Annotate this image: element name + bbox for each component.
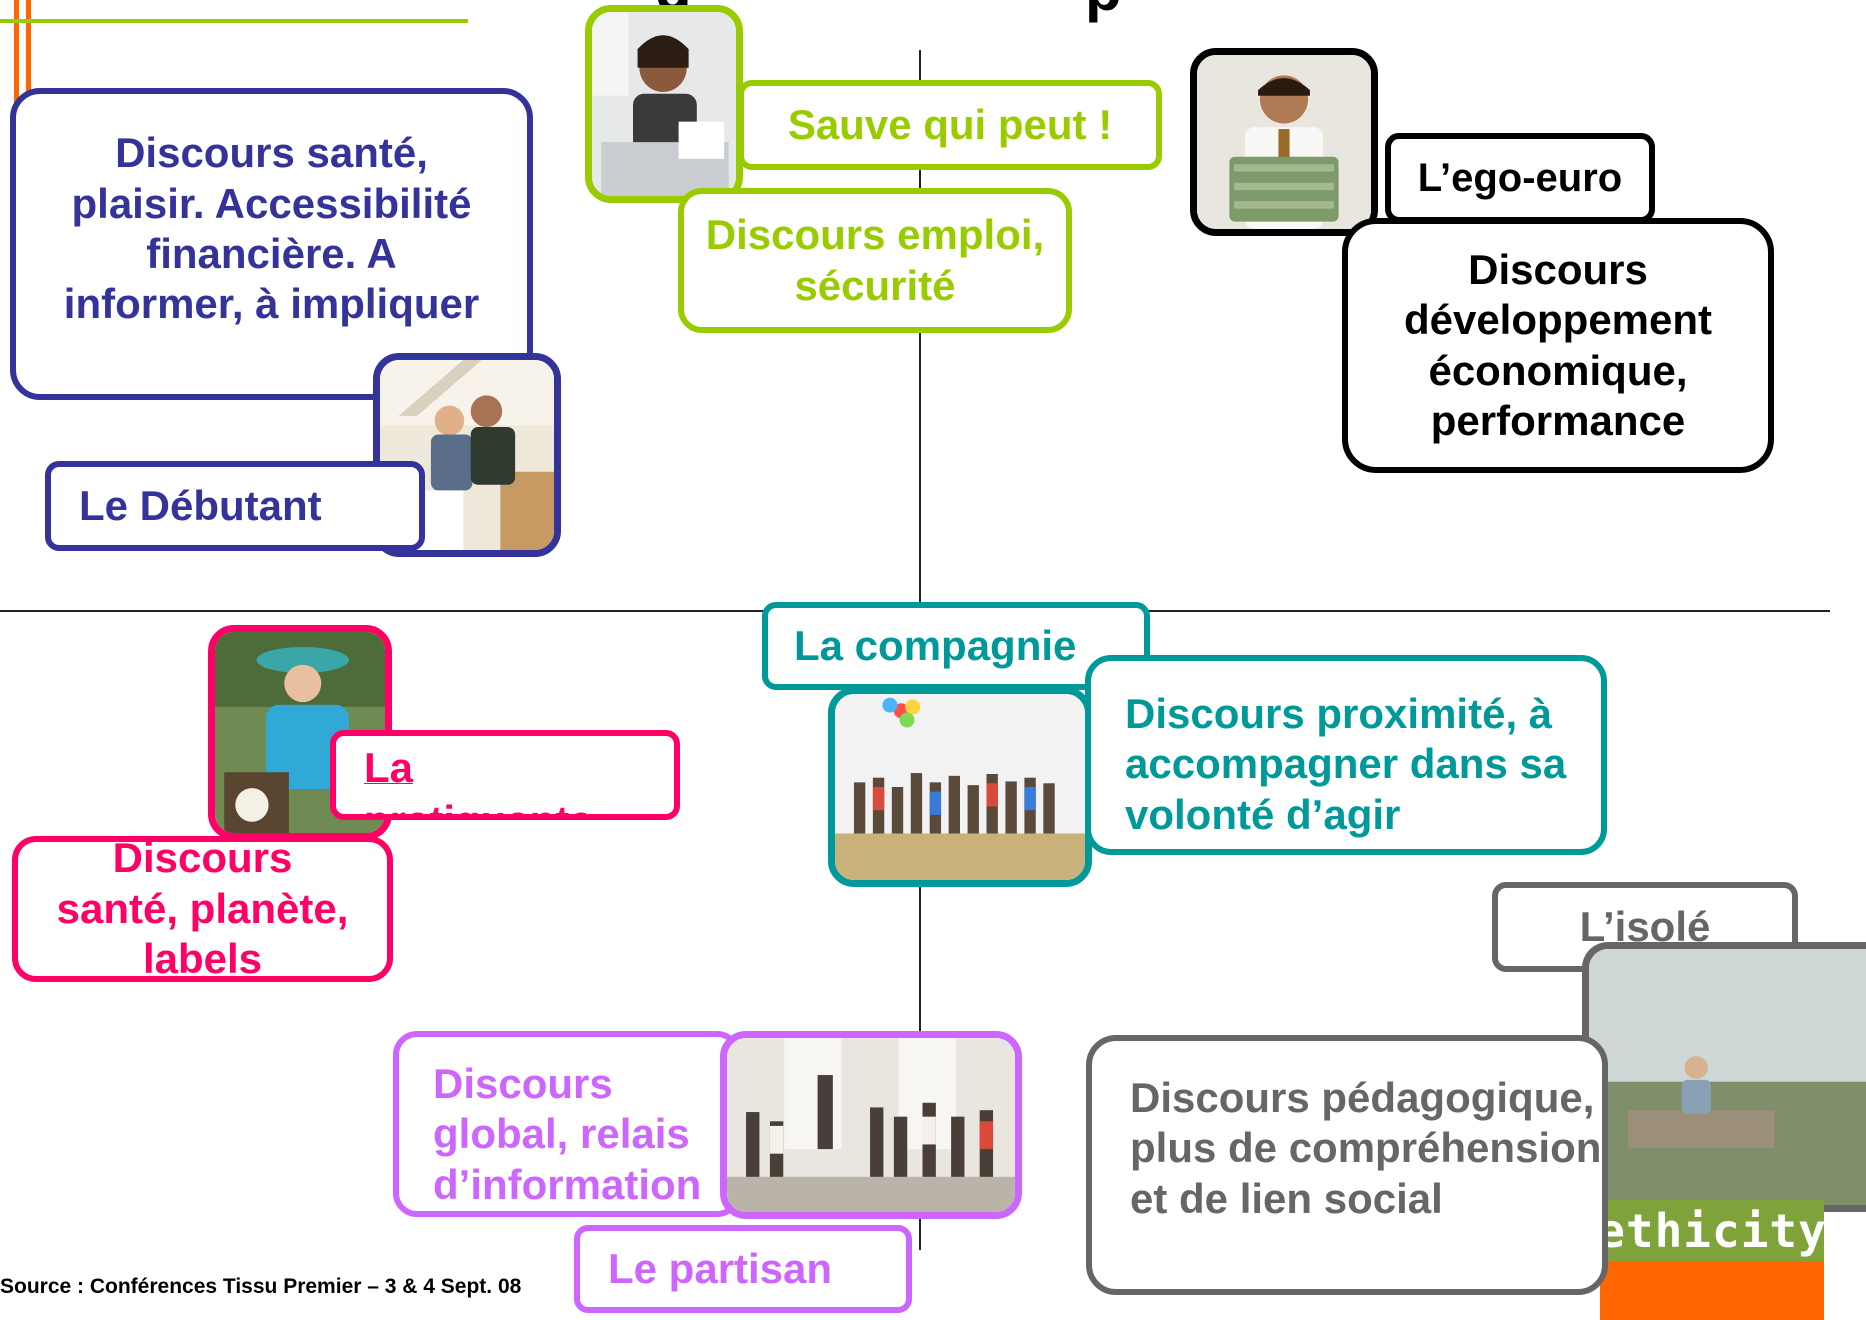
sauve-label-box: Sauve qui peut !	[738, 80, 1162, 170]
ethicity-logo: ethicity	[1597, 1200, 1827, 1262]
isolated-man-photo-image	[1589, 949, 1866, 1205]
compagnie-label: La compagnie	[794, 621, 1077, 669]
corner-bar-right	[26, 0, 31, 110]
compagnie-label-box: La compagnie	[762, 602, 1150, 690]
sauve-photo	[585, 5, 743, 203]
source-note: Source : Conférences Tissu Premier – 3 &…	[0, 1275, 620, 1305]
egoeuro-label-box: L’ego-euro	[1385, 133, 1655, 223]
group-speaker-photo-image	[727, 1038, 1015, 1212]
compagnie-discourse-box: Discours proximité, à accompagner dans s…	[1085, 655, 1607, 855]
isole-discourse: Discours pédagogique, plus de compréhens…	[1130, 1074, 1602, 1222]
title-fragment-right: p	[1085, 0, 1145, 20]
partisan-label-box: Le partisan	[574, 1225, 912, 1313]
partisan-label: Le partisan	[608, 1244, 833, 1292]
partisan-discourse: Discours global, relais d’information	[433, 1060, 702, 1208]
debutant-label-box: Le Débutant	[45, 461, 425, 551]
pratiquante-label-box: La pratiquante	[330, 730, 680, 820]
pratiquante-discourse: Discours santé, planète, labels	[56, 836, 349, 982]
compagnie-discourse: Discours proximité, à accompagner dans s…	[1125, 690, 1567, 838]
pratiquante-label: La pratiquante	[364, 744, 593, 820]
stressed-woman-photo-image	[592, 12, 736, 196]
compagnie-photo	[828, 687, 1092, 887]
ethicity-logo-text: ethicity	[1597, 1204, 1827, 1258]
ethicity-logo-block: ethicity	[1597, 1200, 1827, 1320]
money-man-photo-image	[1197, 55, 1371, 229]
corner-bar-left	[14, 0, 19, 110]
isole-photo	[1582, 942, 1866, 1212]
debutant-discourse-box: Discours santé, plaisir. Accessibilité f…	[10, 88, 533, 400]
sauve-label: Sauve qui peut !	[787, 100, 1113, 148]
debutant-photo	[373, 353, 561, 557]
isole-label: L’isolé	[1579, 902, 1711, 950]
egoeuro-photo	[1190, 48, 1378, 236]
egoeuro-discourse: Discours développement économique, perfo…	[1403, 245, 1713, 444]
partisan-discourse-box: Discours global, relais d’information	[393, 1031, 741, 1217]
egoeuro-discourse-box: Discours développement économique, perfo…	[1342, 218, 1774, 473]
partisan-photo	[720, 1031, 1022, 1219]
egoeuro-label: L’ego-euro	[1417, 156, 1623, 200]
pratiquante-discourse-box: Discours santé, planète, labels	[12, 836, 393, 982]
sauve-discourse-box: Discours emploi, sécurité	[678, 188, 1072, 333]
corner-rule	[0, 19, 468, 23]
sauve-discourse: Discours emploi, sécurité	[705, 211, 1045, 309]
debutant-discourse-text: Discours santé, plaisir. Accessibilité f…	[63, 129, 480, 328]
crowd-photo-image	[835, 694, 1085, 880]
source-text: Source : Conférences Tissu Premier – 3 &…	[0, 1275, 522, 1298]
isole-discourse-box: Discours pédagogique, plus de compréhens…	[1086, 1035, 1608, 1295]
debutant-label: Le Débutant	[79, 481, 322, 529]
